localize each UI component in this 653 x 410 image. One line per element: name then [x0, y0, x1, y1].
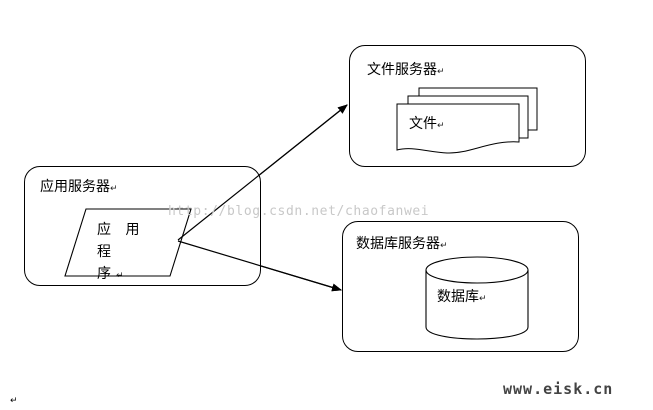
watermark: http://blog.csdn.net/chaofanwei	[168, 204, 430, 219]
return-mark: ↵	[440, 241, 448, 251]
app-program-label: 应 用 程序↵	[97, 222, 145, 282]
app-program-shape-front	[64, 208, 192, 277]
database-label: 数据库↵	[437, 289, 487, 305]
return-mark: ↵	[479, 294, 487, 304]
db-server-title: 数据库服务器↵	[356, 236, 448, 252]
return-mark: ↵	[110, 184, 118, 194]
file-page-front-front	[396, 103, 520, 154]
app-server-title: 应用服务器↵	[40, 179, 118, 195]
file-server-title: 文件服务器↵	[367, 62, 445, 78]
return-mark: ↵	[10, 396, 18, 406]
files-label: 文件↵	[409, 116, 445, 132]
db-cylinder-top-front	[425, 256, 529, 284]
db-cylinder-body-front	[425, 270, 529, 340]
arrow-to-db-server-front	[177, 240, 342, 292]
arrow-to-file-server-front	[177, 104, 348, 241]
return-mark: ↵	[116, 271, 129, 281]
site-watermark: www.eisk.cn	[503, 380, 614, 398]
return-mark: ↵	[437, 67, 445, 77]
return-mark: ↵	[437, 121, 445, 131]
